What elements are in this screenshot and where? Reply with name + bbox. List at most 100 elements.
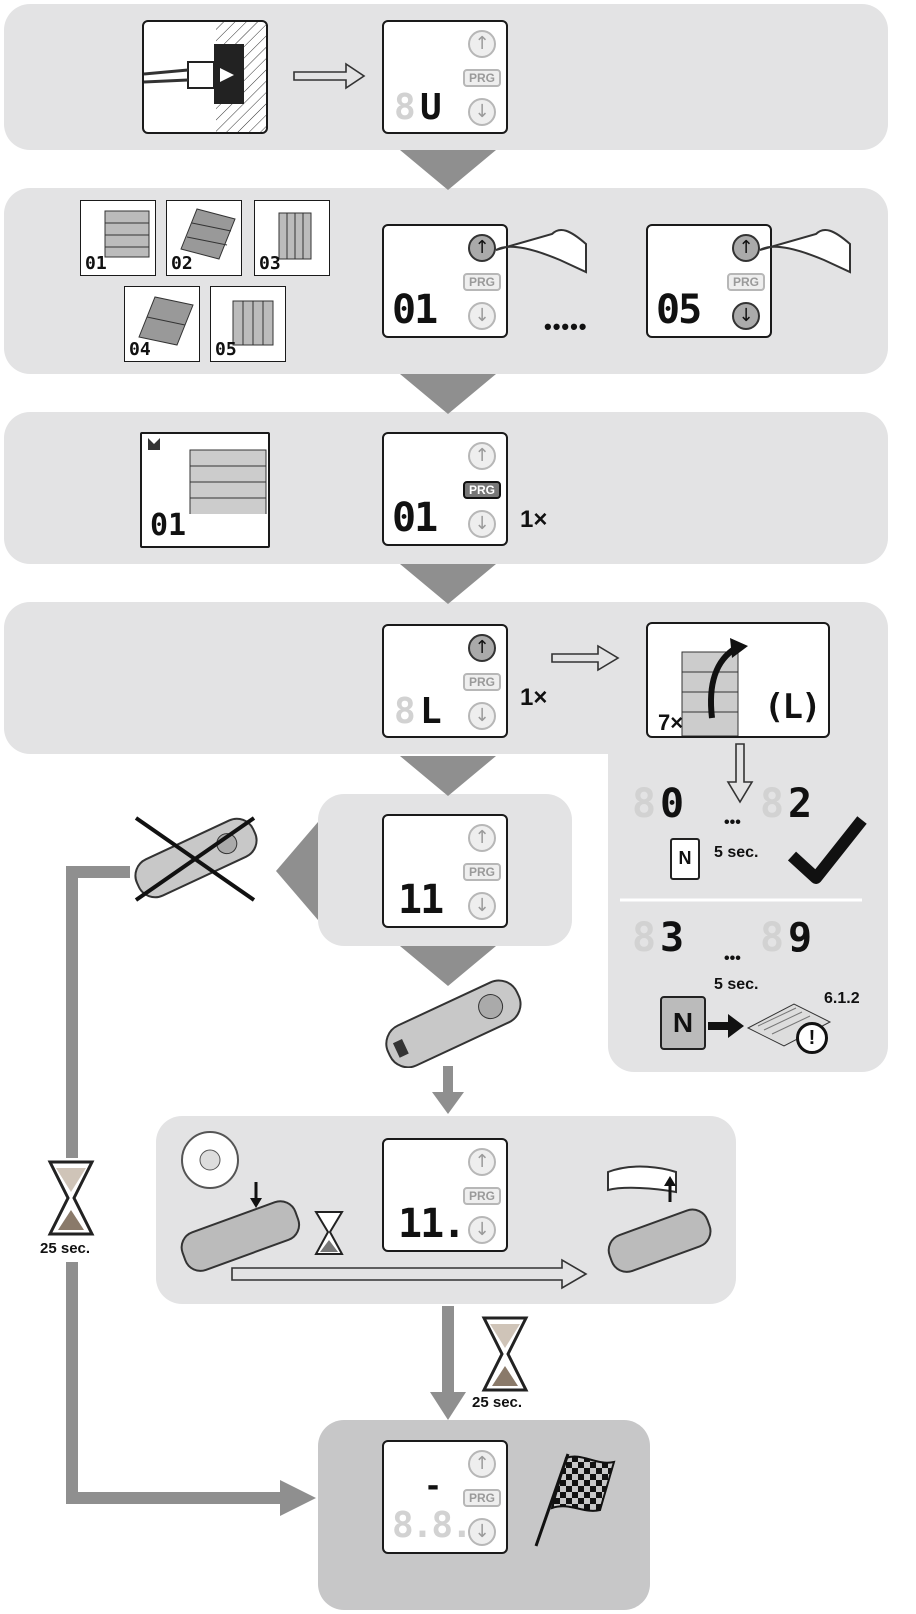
display-unit-confirm: 01 ↑ PRG ↓ (382, 432, 508, 546)
down-button[interactable]: ↓ (468, 98, 496, 126)
digit-ghost: 8 (760, 781, 784, 827)
cycle-count: 7× (658, 710, 684, 735)
manual-book-icon (746, 1003, 832, 1047)
display-value: 01 (392, 287, 438, 333)
plug-icon (144, 22, 266, 132)
down-button[interactable]: ↓ (468, 510, 496, 538)
step-arrow-5 (400, 946, 496, 986)
down-button[interactable]: ↓ (468, 1216, 496, 1244)
press-count: 1× (520, 506, 548, 533)
dots: ••• (724, 814, 741, 831)
down-button[interactable]: ↓ (468, 892, 496, 920)
hourglass-icon (314, 1211, 344, 1255)
result-ok: 8 0 ••• 8 2 5 sec. N (620, 778, 880, 888)
prg-button[interactable]: PRG (727, 273, 765, 291)
dash-display: - (424, 1469, 442, 1504)
display-unit-radio-learn: 11. ↑ PRG ↓ (382, 1138, 508, 1252)
result-warn: 8 3 ••• 8 9 5 sec. N 6.1.2 ! (620, 914, 880, 1064)
thumb-number: 01 (85, 253, 107, 274)
wait-time: 5 sec. (714, 976, 759, 993)
prg-button[interactable]: PRG (463, 1489, 501, 1507)
hourglass-icon (481, 1316, 529, 1392)
prg-button[interactable]: PRG (463, 673, 501, 691)
thumb-number: 05 (215, 339, 237, 360)
thumb-number: 03 (259, 253, 281, 274)
display-value: 11. (398, 1201, 466, 1247)
prg-button[interactable]: PRG (463, 69, 501, 87)
display-unit-learn: 8 L ↑ PRG ↓ (382, 624, 508, 738)
down-button[interactable]: ↓ (468, 302, 496, 330)
sectional-door-icon (104, 210, 150, 258)
prg-button[interactable]: PRG (463, 1187, 501, 1205)
dots: ••• (724, 950, 741, 967)
up-button[interactable]: ↑ (468, 824, 496, 852)
finger-press-icon (495, 228, 587, 274)
digit-ghost: 8 (760, 915, 784, 961)
wait-time: 5 sec. (714, 844, 759, 861)
display-unit-radio-wait: 11 ↑ PRG ↓ (382, 814, 508, 928)
result-to: 2 (788, 781, 812, 827)
hourglass-icon (47, 1160, 95, 1236)
door-thumb-05[interactable]: 05 (210, 286, 286, 362)
remote-crossed-out-icon (134, 816, 258, 902)
display-unit-finish: 8.8. - ↑ PRG ↓ (382, 1440, 508, 1554)
down-button[interactable]: ↓ (468, 702, 496, 730)
down-button[interactable]: ↓ (732, 302, 760, 330)
finish-flag-icon (534, 1453, 616, 1547)
digit-u: U (420, 87, 442, 128)
display-unit-select-01: 01 ↑ PRG ↓ (382, 224, 508, 338)
display-value: 01 (392, 495, 438, 541)
prg-button[interactable]: PRG (463, 273, 501, 291)
digit-l: L (420, 691, 442, 732)
remote-release-hand-icon (607, 1165, 712, 1273)
remote-control-icon (385, 979, 522, 1068)
arrow-right-icon (708, 1014, 744, 1038)
thumb-number: 01 (150, 508, 187, 543)
up-over-door-icon (180, 208, 236, 260)
door-thumb-02[interactable]: 02 (166, 200, 242, 276)
canopy-door-icon (138, 296, 194, 346)
thumb-number: 02 (171, 253, 193, 274)
result-from: 0 (660, 781, 684, 827)
digit-ghost: 8.8. (392, 1505, 473, 1546)
step-arrow-2 (400, 374, 496, 414)
weight-icon: N (660, 996, 706, 1050)
step-arrow-4 (400, 756, 496, 796)
door-thumb-01[interactable]: 01 (80, 200, 156, 276)
up-button[interactable]: ↑ (468, 234, 496, 262)
up-button[interactable]: ↑ (468, 1450, 496, 1478)
power-plug-illustration (142, 20, 268, 134)
door-cycle-panel: 7× (L) (646, 622, 830, 738)
door-cycle-icon (681, 638, 748, 736)
display-unit-select-05: 05 ↑ PRG ↓ (646, 224, 772, 338)
panel-display: (L) (764, 687, 821, 727)
finger-press-icon (759, 228, 851, 274)
weight-icon: N (670, 838, 700, 880)
side-sectional-door-icon (278, 212, 312, 260)
display-value: 05 (656, 287, 702, 333)
section-ref: 6.1.2 (824, 990, 860, 1007)
step-arrow-3 (400, 564, 496, 604)
display-value: 11 (398, 877, 444, 923)
digit-ghost: 8 (632, 781, 656, 827)
digit-ghost: 8 (394, 87, 416, 128)
door-thumb-selected: 01 (140, 432, 270, 548)
prg-button[interactable]: PRG (463, 481, 501, 499)
door-thumb-04[interactable]: 04 (124, 286, 200, 362)
up-button[interactable]: ↑ (468, 1148, 496, 1176)
remote-press-hand-icon (180, 1131, 301, 1272)
up-button[interactable]: ↑ (468, 634, 496, 662)
timeout-left-label: 25 sec. (40, 1240, 91, 1257)
up-button[interactable]: ↑ (468, 30, 496, 58)
down-button[interactable]: ↓ (468, 1518, 496, 1546)
up-button[interactable]: ↑ (468, 442, 496, 470)
thumb-number: 04 (129, 339, 151, 360)
prg-button[interactable]: PRG (463, 863, 501, 881)
ellipsis-dots: ••••• (544, 314, 588, 339)
door-thumb-03[interactable]: 03 (254, 200, 330, 276)
result-to: 9 (788, 915, 812, 961)
result-from: 3 (660, 915, 684, 961)
alert-icon: ! (796, 1022, 828, 1054)
up-button[interactable]: ↑ (732, 234, 760, 262)
